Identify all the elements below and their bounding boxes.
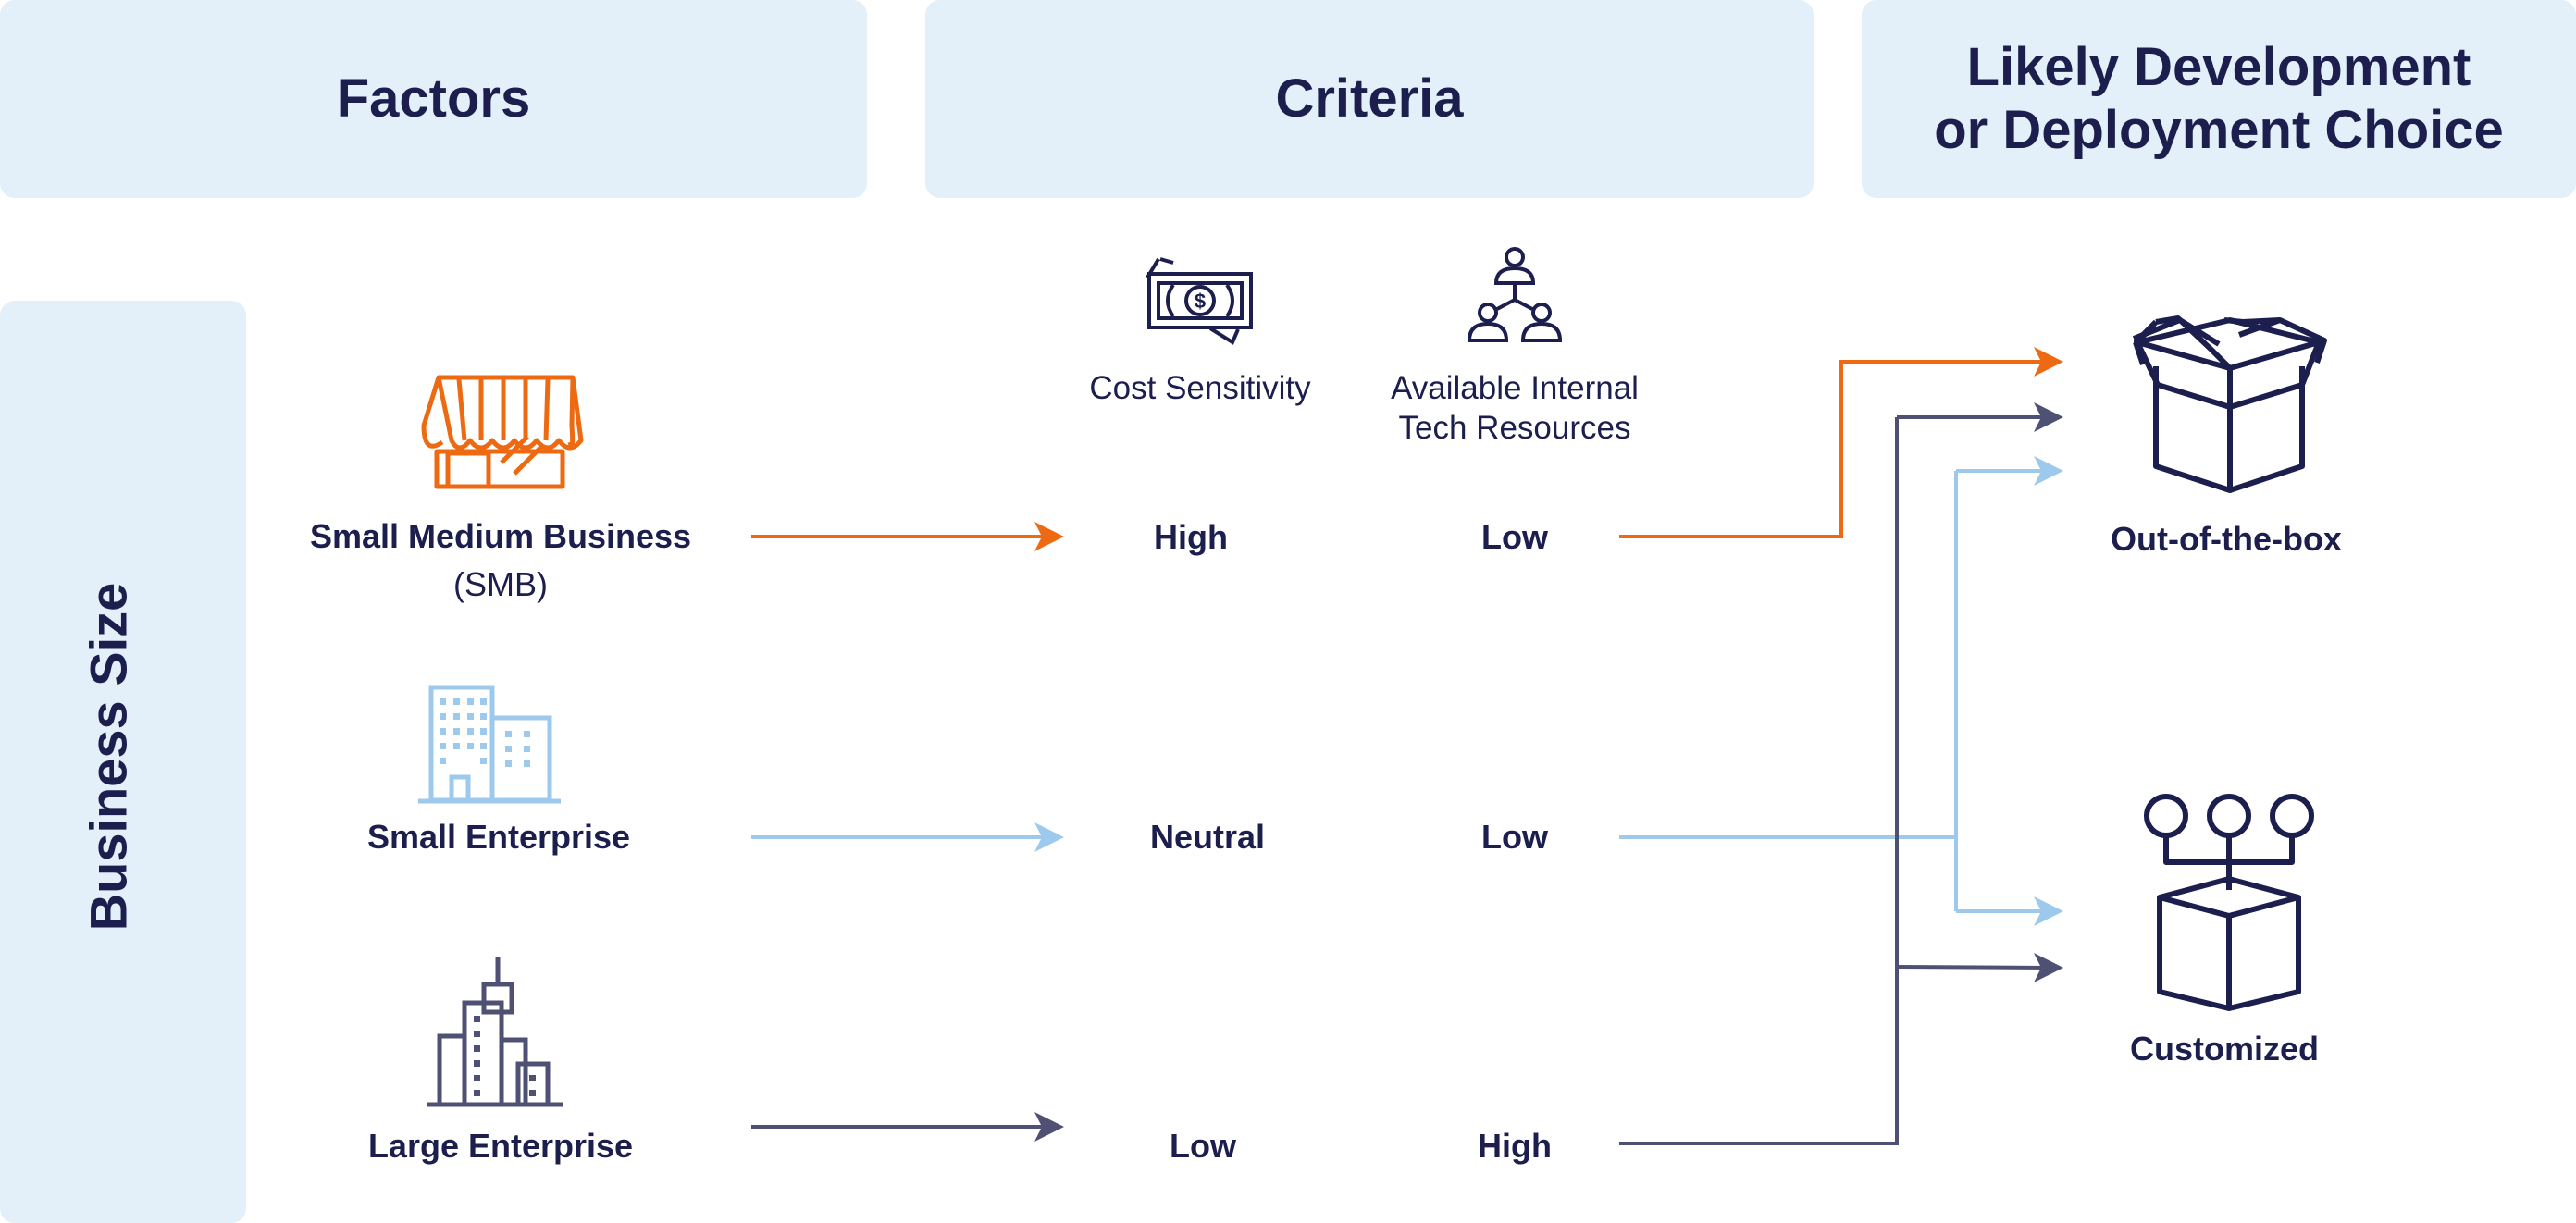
smb-tech-value: Low [1481,518,1548,556]
outcome-out-of-box-label: Out-of-the-box [2111,520,2342,558]
factor-smb-name: Small Medium Business [309,517,692,555]
factor-smb-label: Small Medium Business (SMB) [310,516,691,612]
small-ent-tech-value: Low [1481,818,1548,856]
header-choice-line1: Likely Development [1966,36,2471,97]
business-size-bar [0,301,246,1223]
connector-small-ent-to-criteria [751,822,1064,852]
factor-smb-abbr: (SMB) [453,565,548,603]
factor-small-ent-label: Small Enterprise [366,818,631,856]
custom-box-icon [2144,794,2314,1011]
criteria-cost-text: Cost Sensitivity [1089,370,1311,406]
criteria-cost-label: Cost Sensitivity [1089,368,1310,408]
team-icon [1467,247,1563,342]
money-icon [1146,257,1253,345]
large-ent-tech-value: High [1478,1127,1552,1165]
connector-large-ent-to-outcomes [1619,402,2063,1145]
connector-small-ent-to-outcomes [1619,456,2063,926]
connector-smb-to-out-of-box [1619,347,2063,538]
storefront-icon [421,375,584,489]
dollar-sign-glyph: $ [1195,290,1206,313]
header-choice-line2: or Deployment Choice [1934,100,2504,160]
criteria-tech-line1: Available Internal [1391,370,1639,406]
criteria-tech-line2: Tech Resources [1398,410,1631,446]
header-criteria-label: Criteria [1275,68,1464,129]
open-box-icon [2132,315,2327,493]
header-criteria: Criteria [925,0,1814,198]
large-ent-cost-value: Low [1170,1127,1236,1165]
connector-smb-to-criteria [751,522,1064,551]
header-factors-label: Factors [336,68,531,129]
connector-large-ent-to-criteria [751,1112,1064,1142]
office-building-icon [418,685,561,804]
outcome-customized-label: Customized [2129,1030,2320,1068]
criteria-tech-label: Available Internal Tech Resources [1391,368,1639,448]
skyscraper-icon [427,957,563,1107]
header-factors: Factors [0,0,867,198]
header-choice: Likely Development or Deployment Choice [1862,0,2576,198]
factor-large-ent-label: Large Enterprise [367,1127,634,1165]
small-ent-cost-value: Neutral [1149,818,1266,856]
smb-cost-value: High [1154,518,1228,556]
